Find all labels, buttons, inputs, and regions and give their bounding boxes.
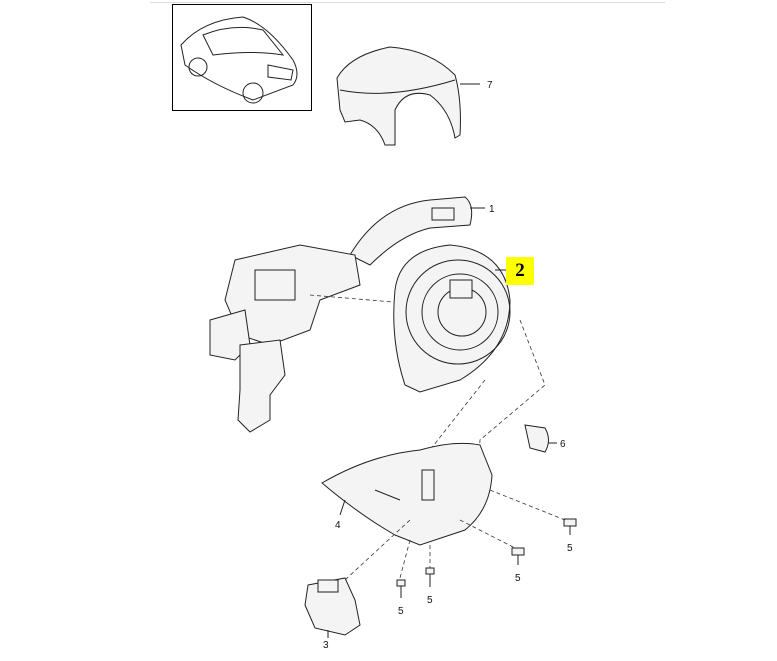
callout-4[interactable]: 4	[335, 520, 341, 531]
top-divider	[150, 2, 665, 3]
callout-5[interactable]: 5	[515, 573, 521, 584]
callout-6[interactable]: 6	[560, 439, 566, 450]
callout-2-label: 2	[515, 260, 525, 281]
part-6-clip[interactable]	[524, 424, 549, 453]
highlighted-callout-2[interactable]: 2	[506, 257, 534, 285]
assembly-line	[344, 489, 566, 581]
vehicle-thumbnail	[172, 4, 312, 111]
part-4-lower-cover[interactable]	[321, 442, 493, 546]
callout-7[interactable]: 7	[487, 80, 493, 91]
part-5-screw[interactable]	[396, 579, 406, 598]
callout-1[interactable]: 1	[489, 204, 495, 215]
leader-4	[339, 499, 346, 516]
callout-5[interactable]: 5	[398, 606, 404, 617]
callout-5[interactable]: 5	[567, 543, 573, 554]
part-1-combination-switch[interactable]	[209, 196, 473, 433]
part-7-upper-cover[interactable]	[336, 46, 461, 146]
car-overview-icon	[180, 16, 298, 104]
part-5-screw[interactable]	[511, 547, 525, 565]
callout-5[interactable]: 5	[427, 595, 433, 606]
part-5-screw[interactable]	[425, 567, 435, 587]
part-5-screw[interactable]	[563, 518, 577, 535]
callout-3[interactable]: 3	[323, 640, 329, 651]
part-2-clock-spring[interactable]	[393, 244, 511, 393]
part-3-switch[interactable]	[304, 577, 361, 636]
